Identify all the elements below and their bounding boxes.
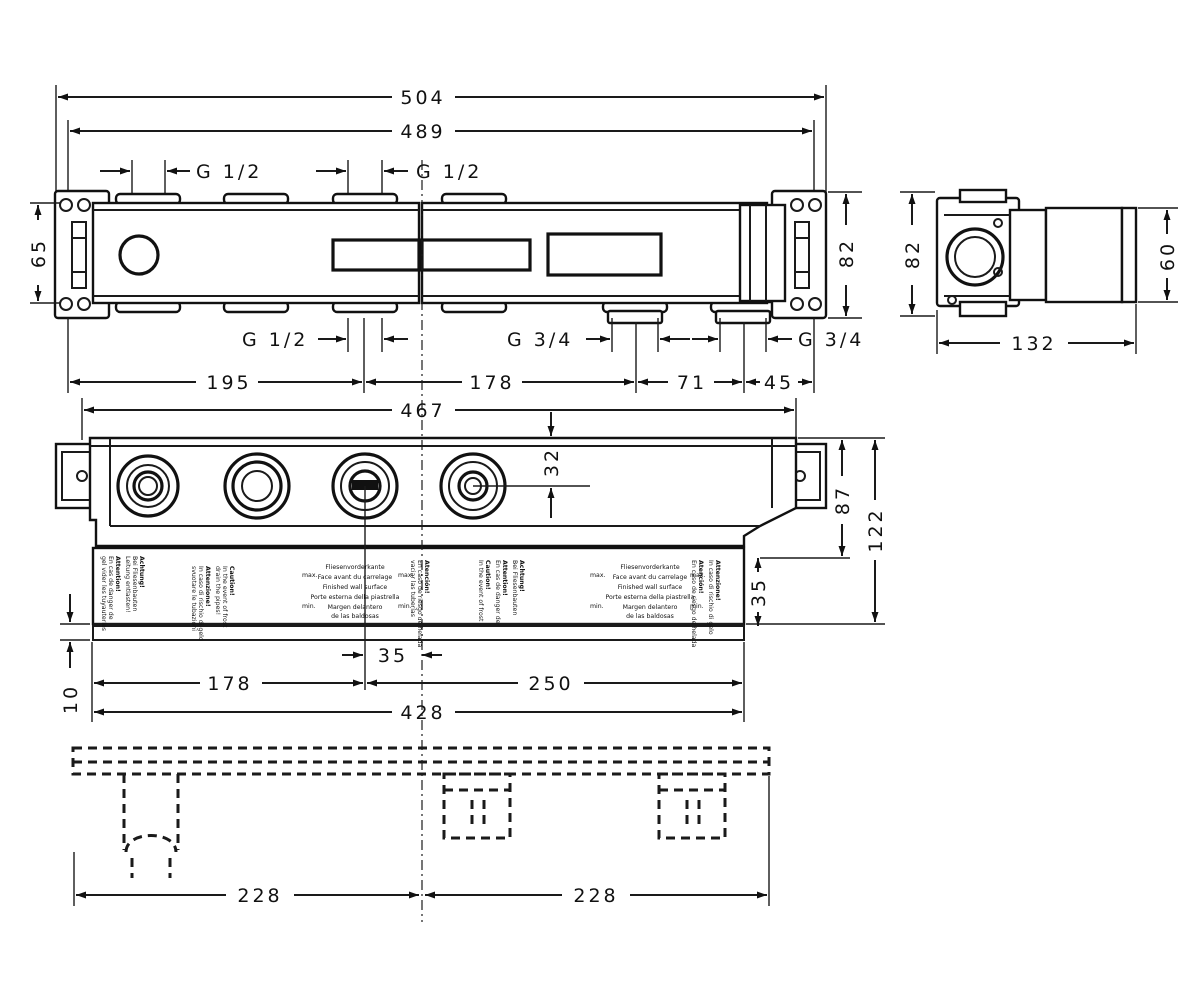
port-2 bbox=[223, 452, 291, 520]
dim-45: 45 bbox=[764, 372, 794, 394]
svg-text:vaciar las tuberías: vaciar las tuberías bbox=[409, 560, 417, 617]
dim-g12-top-left: G 1/2 bbox=[196, 161, 262, 183]
svg-text:Face avant du carrelage: Face avant du carrelage bbox=[613, 574, 688, 581]
dim-87: 87 bbox=[832, 485, 854, 515]
svg-text:In caso di rischio di gelo: In caso di rischio di gelo bbox=[197, 566, 204, 641]
dim-65: 65 bbox=[28, 238, 50, 268]
dim-32: 32 bbox=[541, 447, 563, 477]
bottom-view: 228 228 bbox=[71, 746, 771, 907]
dim-71: 71 bbox=[677, 372, 707, 394]
svg-text:min.: min. bbox=[302, 603, 316, 610]
dim-428: 428 bbox=[400, 702, 445, 724]
dim-g12-bottom: G 1/2 bbox=[242, 329, 308, 351]
dim-178-bottom: 178 bbox=[207, 673, 252, 695]
svg-text:En cas de danger de: En cas de danger de bbox=[494, 560, 501, 624]
svg-text:Margen delantero: Margen delantero bbox=[328, 604, 383, 611]
svg-text:Caution!: Caution! bbox=[228, 566, 235, 596]
top-view: 504 489 G 1/2 G 1/2 bbox=[28, 85, 864, 394]
dim-g34-right: G 3/4 bbox=[798, 329, 864, 351]
side-view: 82 60 132 bbox=[900, 188, 1179, 355]
port-1 bbox=[116, 454, 180, 518]
dim-132: 132 bbox=[1011, 333, 1056, 355]
dim-195: 195 bbox=[206, 372, 251, 394]
dim-178-top: 178 bbox=[469, 372, 514, 394]
frost-warning-right-block: Achtung! Bei Fliesenbauten Attention! En… bbox=[477, 560, 525, 624]
svg-text:In the event of frost: In the event of frost bbox=[221, 566, 228, 628]
dim-82-front: 82 bbox=[836, 238, 858, 268]
dim-250: 250 bbox=[528, 673, 573, 695]
wall-surface-label-right: Fliesenvorderkante Face avant du carrela… bbox=[590, 564, 705, 620]
svg-text:En caso de riesgo de helada: En caso de riesgo de helada bbox=[690, 560, 697, 648]
frost-warning-mid-left: Caution! In the event of frost drain the… bbox=[190, 566, 235, 641]
control-knob-icon bbox=[118, 234, 160, 276]
svg-text:En caso de riesgo de helada: En caso de riesgo de helada bbox=[416, 560, 423, 648]
dim-60: 60 bbox=[1157, 241, 1179, 271]
svg-text:drain the pipes!: drain the pipes! bbox=[214, 566, 221, 615]
dim-10: 10 bbox=[60, 684, 82, 714]
dim-122: 122 bbox=[865, 507, 887, 552]
svg-text:Caution!: Caution! bbox=[484, 560, 491, 590]
svg-text:Achtung!: Achtung! bbox=[518, 560, 525, 592]
svg-text:Porte esterna della piastrella: Porte esterna della piastrella bbox=[606, 594, 695, 601]
svg-text:In the event of frost: In the event of frost bbox=[477, 560, 484, 622]
svg-text:max.: max. bbox=[398, 572, 413, 579]
dim-g12-top-right: G 1/2 bbox=[416, 161, 482, 183]
svg-text:max.: max. bbox=[690, 572, 705, 579]
svg-text:svuotare le tubazioni: svuotare le tubazioni bbox=[190, 566, 197, 631]
svg-text:Achtung!: Achtung! bbox=[138, 556, 145, 588]
svg-text:de las baldosas: de las baldosas bbox=[331, 613, 379, 620]
middle-view: 467 bbox=[54, 398, 887, 724]
svg-text:min.: min. bbox=[398, 603, 412, 610]
dim-489: 489 bbox=[400, 121, 445, 143]
svg-text:Porte esterna della piastrella: Porte esterna della piastrella bbox=[311, 594, 400, 601]
svg-text:gel vider les tuyauteries: gel vider les tuyauteries bbox=[100, 556, 107, 631]
frost-warning-right: Atención! En caso de riesgo de helada va… bbox=[409, 560, 431, 648]
dim-467: 467 bbox=[400, 400, 445, 422]
svg-text:min.: min. bbox=[690, 603, 704, 610]
svg-text:de las baldosas: de las baldosas bbox=[626, 613, 674, 620]
svg-text:Face avant du carrelage: Face avant du carrelage bbox=[318, 574, 393, 581]
svg-text:Atención!: Atención! bbox=[697, 560, 705, 594]
dim-35-horizontal: 35 bbox=[378, 645, 408, 667]
svg-text:Attenzione!: Attenzione! bbox=[204, 566, 211, 607]
dim-504: 504 bbox=[400, 87, 445, 109]
svg-text:max.: max. bbox=[302, 572, 317, 579]
svg-text:Fliesenvorderkante: Fliesenvorderkante bbox=[620, 564, 680, 571]
svg-text:Fliesenvorderkante: Fliesenvorderkante bbox=[325, 564, 385, 571]
svg-text:Attention!: Attention! bbox=[114, 556, 121, 592]
svg-text:Attention!: Attention! bbox=[501, 560, 508, 596]
svg-text:Attenzione!: Attenzione! bbox=[714, 560, 721, 601]
svg-text:Leitung entlasten!: Leitung entlasten! bbox=[124, 556, 131, 613]
frost-warning-left: Achtung! Bei Fliesenbauten Leitung entla… bbox=[100, 556, 145, 631]
dim-228-left: 228 bbox=[237, 885, 282, 907]
dim-228-right: 228 bbox=[573, 885, 618, 907]
svg-text:Atención!: Atención! bbox=[423, 560, 431, 594]
frost-warning-far-right: Attenzione! In caso di rischio di gelo A… bbox=[690, 560, 721, 648]
dim-35-vertical: 35 bbox=[748, 577, 770, 607]
svg-text:In caso di rischio di gelo: In caso di rischio di gelo bbox=[707, 560, 714, 635]
svg-text:En cas de danger de: En cas de danger de bbox=[107, 556, 114, 620]
svg-text:max.: max. bbox=[590, 572, 605, 579]
dim-g34-left: G 3/4 bbox=[507, 329, 573, 351]
svg-text:Finished wall surface: Finished wall surface bbox=[618, 584, 683, 591]
svg-text:min.: min. bbox=[590, 603, 604, 610]
wall-surface-label-left: Fliesenvorderkante Face avant du carrela… bbox=[302, 564, 413, 620]
svg-text:Bei Fliesenbauten: Bei Fliesenbauten bbox=[131, 556, 138, 611]
svg-text:Bei Fliesenbauten: Bei Fliesenbauten bbox=[511, 560, 518, 615]
svg-text:Finished wall surface: Finished wall surface bbox=[323, 584, 388, 591]
svg-text:Margen delantero: Margen delantero bbox=[623, 604, 678, 611]
dim-82-side: 82 bbox=[902, 239, 924, 269]
valve-body-icon bbox=[945, 227, 1005, 287]
